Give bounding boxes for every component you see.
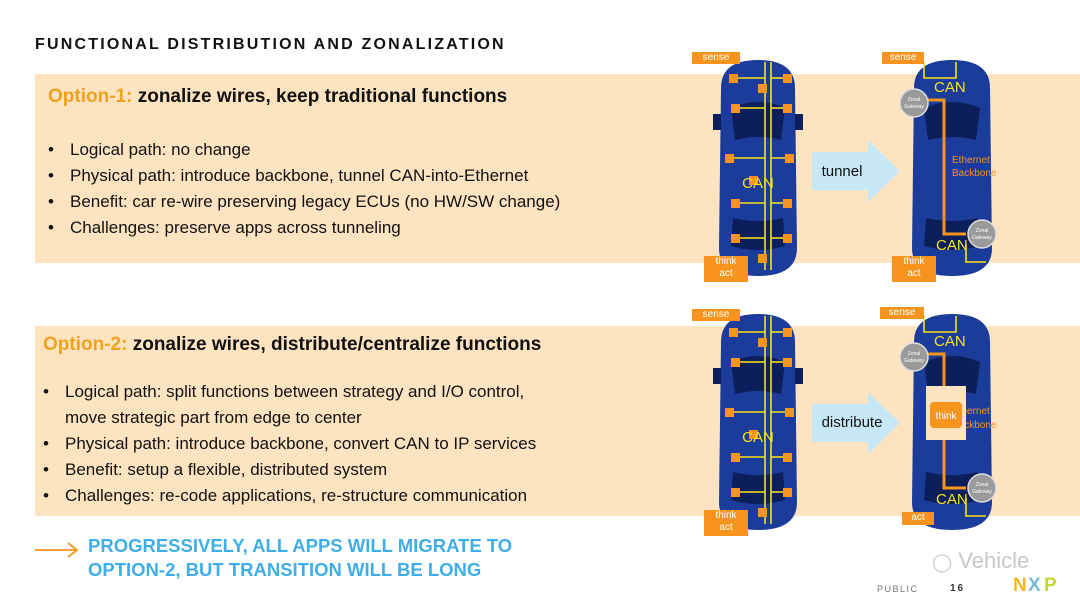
can-label: CAN (936, 491, 968, 508)
mirror-right (795, 368, 803, 384)
zonal-gateway-front (899, 88, 929, 118)
car-windshield (924, 356, 980, 394)
ethernet-label: Ethernet (952, 155, 990, 166)
option1-bullet: Physical path: introduce backbone, tunne… (42, 163, 560, 189)
think-text: think (715, 510, 737, 521)
page-number: 16 (950, 583, 966, 594)
act-text: act (907, 268, 921, 279)
gateway-text: Gateway (904, 358, 924, 364)
svg-text:X: X (1028, 575, 1041, 596)
backbone-label: Backbone (952, 168, 997, 179)
zonal-gateway-front (899, 342, 929, 372)
act-text: act (719, 268, 733, 279)
nxp-logo: N X P (1013, 575, 1057, 596)
car-zonal-2: Ethernet Backbone think Zonal Gateway Zo… (899, 314, 997, 530)
ethernet-label: Ethernet (952, 406, 990, 417)
option2-heading: Option-2: zonalize wires, distribute/cen… (43, 334, 541, 356)
option2-bullet: Logical path: split functions between st… (37, 379, 536, 405)
option2-bullet-continuation: move strategic part from edge to center (65, 408, 362, 427)
ecu-nodes (725, 328, 794, 517)
watermark-text: Vehicle (958, 548, 1030, 573)
svg-text:P: P (1044, 575, 1057, 596)
car-traditional-2: CAN (713, 314, 803, 530)
bottom-note-line: OPTION-2, BUT TRANSITION WILL BE LONG (88, 559, 482, 580)
bottom-arrow-icon (35, 542, 79, 558)
think-label: think (935, 411, 957, 422)
can-label: CAN (936, 237, 968, 254)
act-text: act (719, 522, 733, 533)
sense-tag: sense (882, 52, 924, 64)
think-block (930, 402, 962, 428)
can-label: CAN (742, 429, 774, 446)
gateway-text: Gateway (972, 489, 992, 495)
think-text: think (715, 256, 737, 267)
think-act-tag: think act (704, 510, 748, 536)
can-wires (923, 62, 986, 263)
option2-bullet: Challenges: re-code applications, re-str… (37, 483, 536, 509)
option2-label: Option-2: (43, 334, 128, 355)
car-windshield (924, 102, 980, 140)
bottom-note: PROGRESSIVELY, ALL APPS WILL MIGRATE TO … (88, 534, 512, 582)
mirror-left (713, 368, 721, 384)
distribute-arrow (812, 392, 900, 454)
nxp-logo-text: N (1013, 575, 1027, 596)
tunnel-label: tunnel (821, 163, 863, 180)
distribute-label: distribute (821, 414, 883, 431)
option1-bullet: Challenges: preserve apps across tunneli… (42, 215, 560, 241)
option2-bullet: Physical path: introduce backbone, conve… (37, 431, 536, 457)
can-label: CAN (934, 79, 966, 96)
think-text: think (903, 256, 925, 267)
bottom-note-line: PROGRESSIVELY, ALL APPS WILL MIGRATE TO (88, 535, 513, 556)
think-act-tag: think act (704, 256, 748, 282)
can-label: CAN (934, 333, 966, 350)
option1-heading-text: zonalize wires, keep traditional functio… (132, 86, 508, 107)
act-tag: act (902, 512, 934, 525)
footer-public: PUBLIC (877, 584, 919, 594)
zonal-text: Zonal (908, 97, 921, 103)
sense-tag: sense (880, 307, 924, 319)
car-traditional-1: CAN (713, 60, 803, 276)
sense-tag: sense (692, 52, 740, 64)
wechat-icon: ◯ (932, 552, 953, 572)
can-label: CAN (742, 175, 774, 192)
gateway-text: Gateway (904, 104, 924, 110)
option1-bullet: Benefit: car re-wire preserving legacy E… (42, 189, 560, 215)
ecu-nodes (725, 74, 794, 263)
option2-bullet: Benefit: setup a flexible, distributed s… (37, 457, 536, 483)
tunnel-arrow (812, 140, 900, 202)
car-zonal-1: Zonal Gateway Zonal Gateway CAN CAN Ethe… (899, 60, 997, 276)
ethernet-backbone-line (926, 98, 966, 236)
option2-heading-text: zonalize wires, distribute/centralize fu… (127, 334, 542, 355)
zonal-gateway-rear (967, 219, 997, 249)
zonal-text: Zonal (976, 482, 989, 488)
watermark: ◯ Vehicle (932, 548, 1029, 574)
can-wires (923, 316, 986, 517)
zonal-text: Zonal (976, 228, 989, 234)
option1-bullet: Logical path: no change (42, 137, 560, 163)
mirror-left (713, 114, 721, 130)
option1-bullets: Logical path: no change Physical path: i… (42, 137, 560, 241)
zonal-text: Zonal (908, 351, 921, 357)
zonal-gateway-rear (967, 473, 997, 503)
option1-label: Option-1: (48, 86, 133, 107)
backbone-label: Backbone (952, 420, 997, 431)
gateway-text: Gateway (972, 235, 992, 241)
sense-tag: sense (692, 309, 740, 321)
slide-title: FUNCTIONAL DISTRIBUTION AND ZONALIZATION (35, 36, 506, 53)
think-act-tag: think act (892, 256, 936, 282)
mirror-right (795, 114, 803, 130)
option2-bullets: Logical path: split functions between st… (37, 379, 536, 509)
option1-heading: Option-1: zonalize wires, keep tradition… (48, 86, 507, 108)
